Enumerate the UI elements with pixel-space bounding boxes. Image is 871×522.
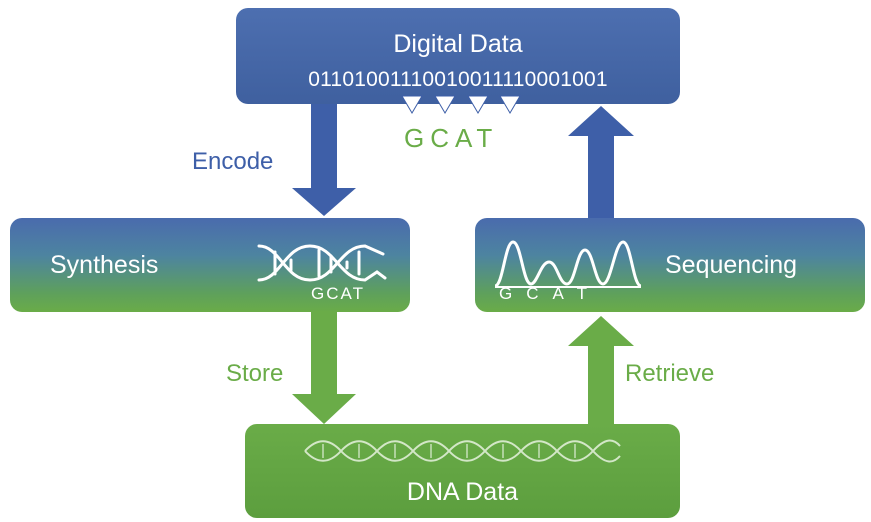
dna-data-title: DNA Data bbox=[406, 478, 519, 506]
sequencing-peaks-icon bbox=[494, 240, 642, 288]
synthesis-title: Synthesis bbox=[50, 251, 159, 279]
encode-label: Encode bbox=[192, 148, 274, 175]
sequencing-gcat-label: GCAT bbox=[499, 284, 601, 303]
synthesis-gcat-label: GCAT bbox=[311, 284, 365, 303]
gcat-nucleotides-label: GCAT bbox=[404, 123, 499, 153]
digital-data-box: Digital Data 01101001110010011110001001 bbox=[236, 8, 680, 104]
sequencing-box: GCAT Sequencing bbox=[475, 218, 865, 312]
digital-data-title: Digital Data bbox=[393, 30, 523, 58]
retrieve-label: Retrieve bbox=[625, 360, 715, 387]
double-helix-icon bbox=[304, 439, 621, 463]
sequencing-title: Sequencing bbox=[665, 251, 798, 279]
dna-data-box: DNA Data bbox=[245, 424, 680, 518]
store-label: Store bbox=[226, 360, 284, 387]
synthesis-box: Synthesis GCAT bbox=[10, 218, 410, 312]
dna-strand-icon bbox=[257, 244, 387, 282]
binary-bits: 01101001110010011110001001 bbox=[308, 68, 608, 91]
